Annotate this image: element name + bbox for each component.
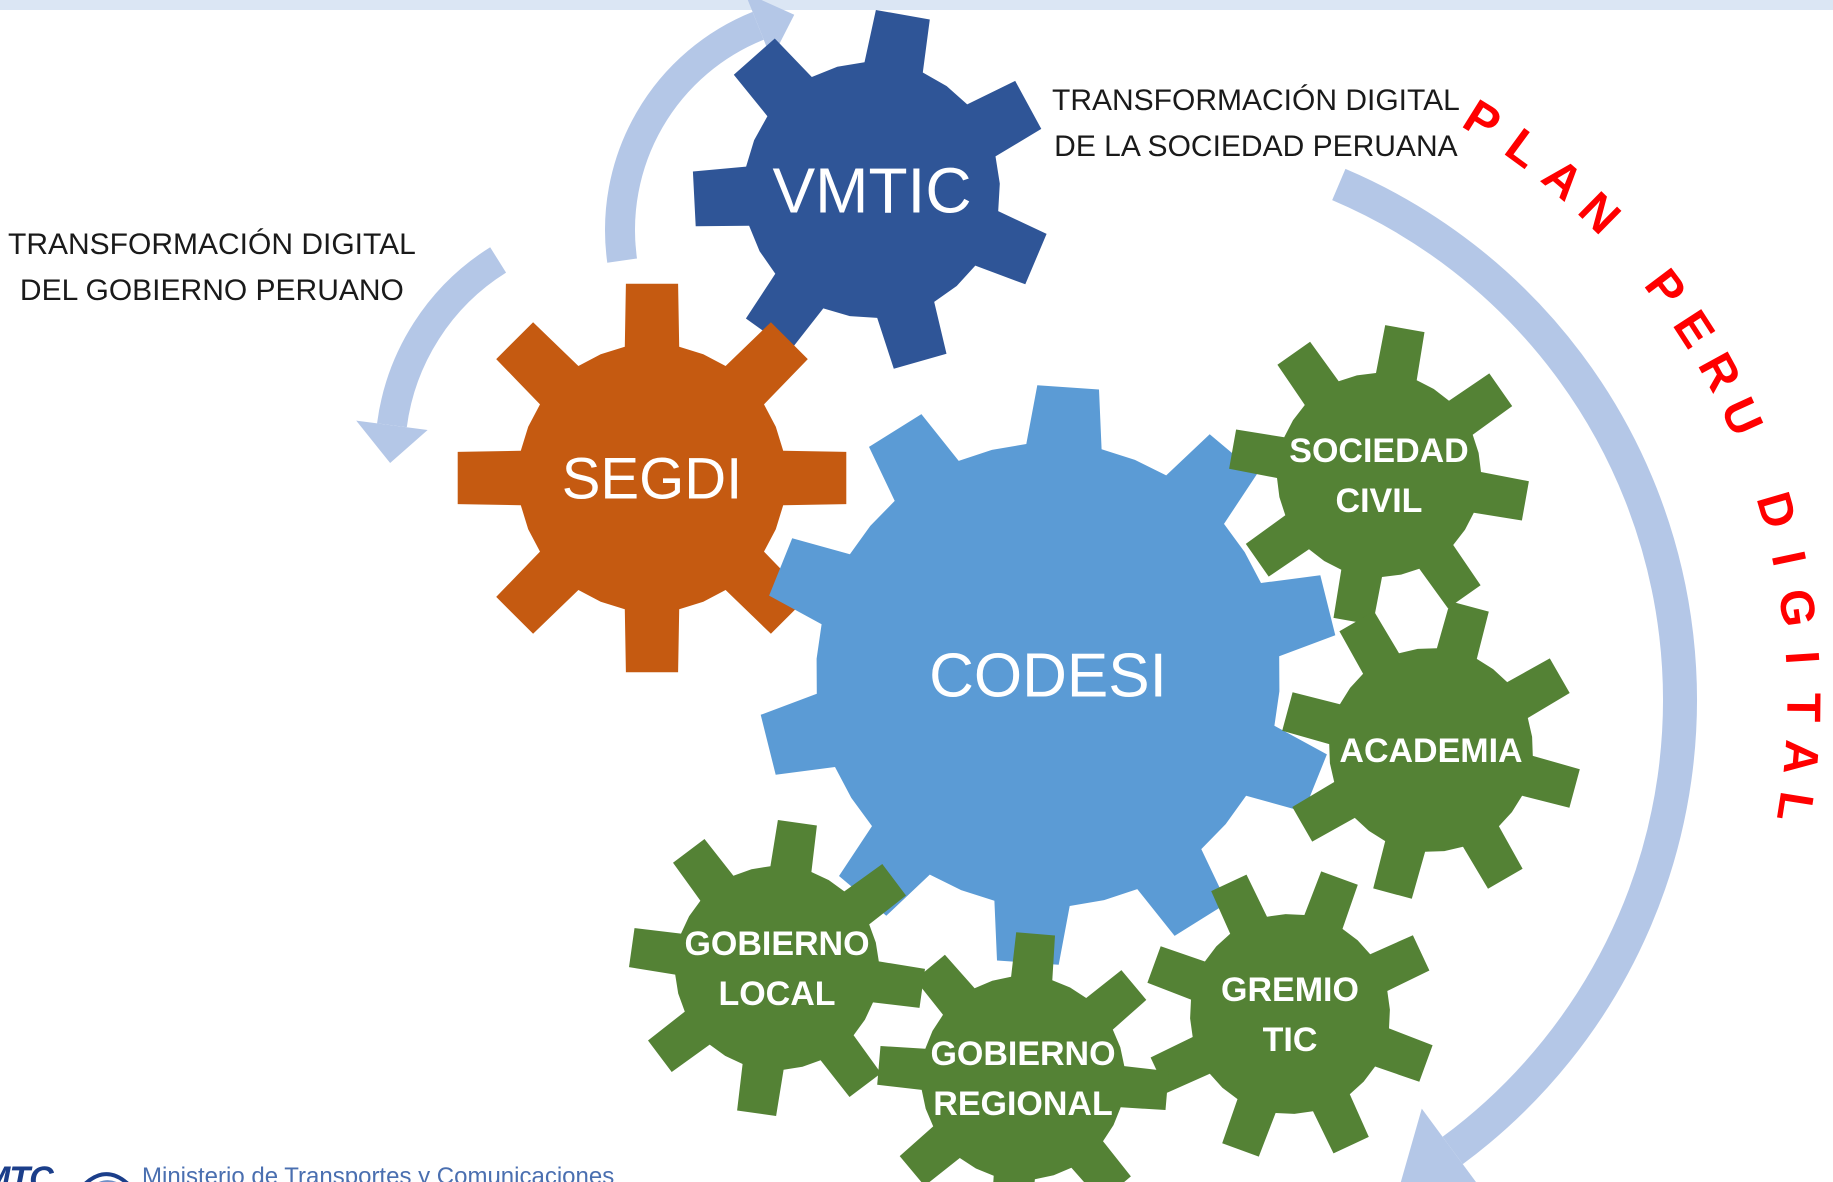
caption-digital-government-line-1: TRANSFORMACIÓN DIGITAL — [8, 228, 416, 261]
gear-academia-shape — [1282, 601, 1580, 899]
gear-gremio-tic: GREMIO TIC — [1147, 871, 1433, 1157]
gear-codesi: CODESI — [760, 385, 1336, 965]
ministry-name: Ministerio de Transportes y Comunicacion… — [142, 1163, 615, 1182]
gear-sociedad-civil-shape — [1229, 325, 1529, 625]
gear-academia: ACADEMIA — [1282, 601, 1580, 899]
gear-segdi-shape — [457, 283, 847, 673]
gear-sociedad-civil: SOCIEDAD CIVIL — [1229, 325, 1529, 625]
gear-gremio-tic-label-1: GREMIO — [1221, 971, 1359, 1009]
caption-digital-government-line-2: DEL GOBIERNO PERUANO — [19, 274, 404, 307]
plan-label-char: P — [1634, 260, 1696, 317]
gear-vmtic-shape — [692, 10, 1047, 369]
gears-layer: VMTIC SEGDI CODESI SOCIEDAD CIVIL ACADEMIA GRE… — [457, 10, 1580, 1182]
plan-label-char: A — [1532, 148, 1593, 211]
gear-codesi-shape — [760, 385, 1336, 965]
plan-label-char: D — [1746, 486, 1807, 534]
arrows-layer — [356, 0, 1697, 1182]
arrow-from-segdi — [356, 247, 507, 464]
footer-logo: MTC Ministerio de Transportes y Comunica… — [0, 1162, 640, 1182]
gear-sociedad-civil-label-2: CIVIL — [1336, 482, 1423, 520]
gear-gobierno-local: GOBIERNO LOCAL — [629, 820, 925, 1116]
plan-label-char: E — [1663, 302, 1725, 358]
arrow-from-segdi-head — [356, 420, 428, 464]
plan-arrow-head — [1400, 1108, 1476, 1182]
caption-digital-society: TRANSFORMACIÓN DIGITAL DE LA SOCIEDAD PE… — [1052, 78, 1460, 170]
mtc-swirl-icon — [84, 1172, 129, 1182]
gear-codesi-label-1: CODESI — [929, 642, 1167, 711]
gear-academia-label-1: ACADEMIA — [1339, 732, 1522, 770]
plan-label-char: G — [1768, 586, 1826, 630]
plan-label-char: U — [1710, 390, 1773, 444]
gear-gobierno-local-label-2: LOCAL — [718, 975, 835, 1013]
plan-label-char: A — [1773, 738, 1829, 777]
arrow-to-vmtic-head — [747, 0, 795, 60]
plan-arrow-shaft — [1332, 168, 1697, 1165]
plan-label-char: I — [1775, 649, 1829, 666]
caption-digital-society-line-2: DE LA SOCIEDAD PERUANA — [1054, 130, 1458, 163]
plan-label-char: L — [1496, 119, 1551, 179]
gear-vmtic-label-1: VMTIC — [772, 154, 971, 226]
gear-gremio-tic-label-2: TIC — [1263, 1021, 1318, 1059]
gear-gobierno-local-shape — [629, 820, 925, 1116]
mtc-logo-text: MTC — [0, 1162, 54, 1182]
gear-gobierno-regional: GOBIERNO REGIONAL — [877, 932, 1169, 1182]
plan-arrow — [1332, 168, 1697, 1182]
gear-gobierno-local-label-1: GOBIERNO — [684, 925, 869, 963]
arrow-to-vmtic-shaft — [605, 11, 764, 263]
plan-label-char: R — [1687, 344, 1750, 400]
gear-gobierno-regional-label-2: REGIONAL — [933, 1085, 1112, 1123]
caption-digital-society-line-1: TRANSFORMACIÓN DIGITAL — [1052, 84, 1460, 117]
arrow-to-vmtic — [605, 0, 795, 263]
gear-vmtic: VMTIC — [692, 10, 1047, 369]
gear-gobierno-regional-label-1: GOBIERNO — [930, 1035, 1115, 1073]
caption-digital-government: TRANSFORMACIÓN DIGITAL DEL GOBIERNO PERU… — [8, 222, 416, 314]
gear-segdi: SEGDI — [457, 283, 847, 673]
gear-gobierno-regional-shape — [877, 932, 1169, 1182]
gear-gremio-tic-shape — [1147, 871, 1433, 1157]
plan-label-char: L — [1766, 788, 1823, 825]
gear-sociedad-civil-label-1: SOCIEDAD — [1289, 432, 1468, 470]
plan-label-char: P — [1454, 90, 1509, 152]
plan-label-char: I — [1761, 547, 1816, 571]
plan-label-char: T — [1776, 692, 1829, 722]
plan-label-char: N — [1568, 182, 1630, 244]
top-strip — [0, 0, 1833, 10]
arrow-from-segdi-shaft — [377, 247, 507, 428]
gear-segdi-label-1: SEGDI — [562, 446, 743, 511]
